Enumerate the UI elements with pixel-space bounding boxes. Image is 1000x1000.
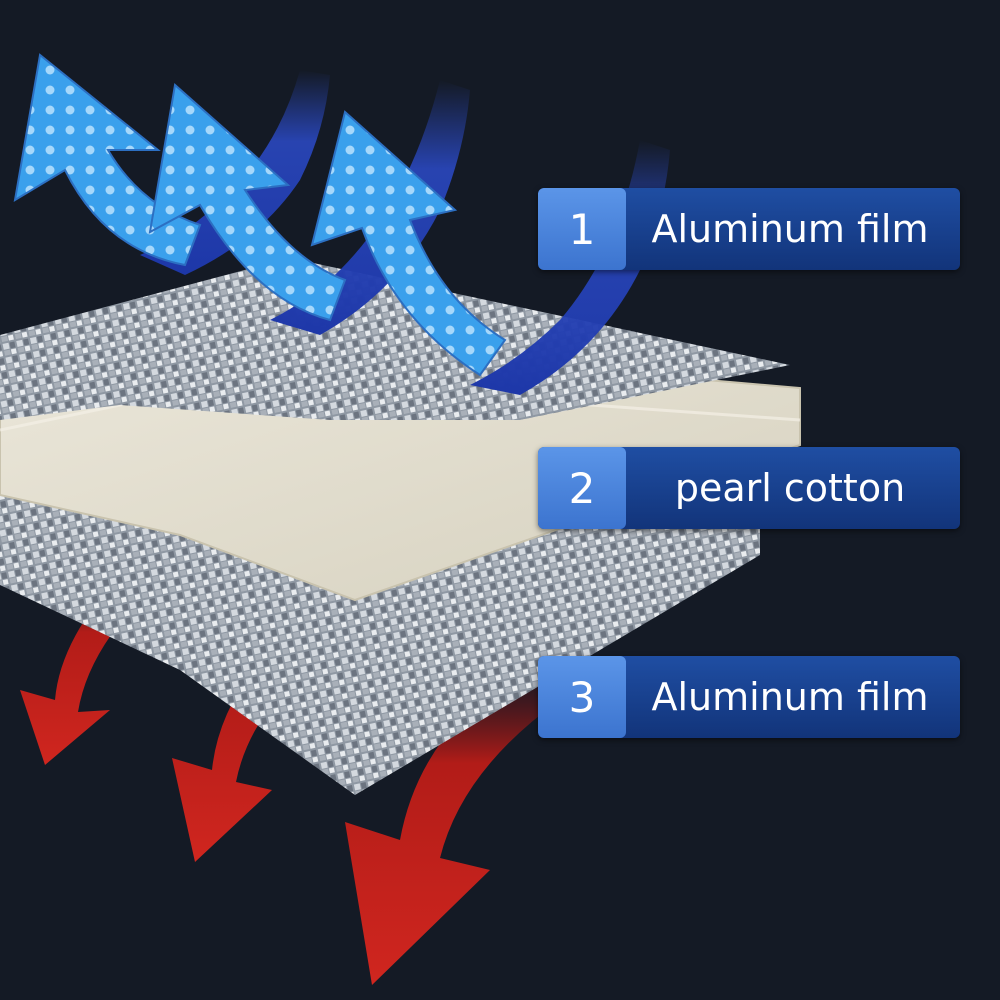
- layer-label-2: 2 pearl cotton: [538, 447, 960, 529]
- layer-number: 1: [538, 188, 626, 270]
- curved-up-arrow-icon: [310, 110, 507, 377]
- layer-name: Aluminum film: [651, 675, 929, 719]
- top-aluminum-film: [0, 258, 790, 420]
- curved-down-arrow-icon: [345, 668, 560, 985]
- top-arrows: [13, 53, 507, 377]
- layer-number: 2: [538, 447, 626, 529]
- layer-number: 3: [538, 656, 626, 738]
- layer-name: pearl cotton: [674, 466, 906, 510]
- layer-name: Aluminum film: [651, 207, 929, 251]
- curved-up-arrow-icon: [148, 83, 347, 322]
- layer-label-1: 1 Aluminum film: [538, 188, 960, 270]
- bottom-aluminum-film: [0, 460, 760, 795]
- layer-label-3: 3 Aluminum film: [538, 656, 960, 738]
